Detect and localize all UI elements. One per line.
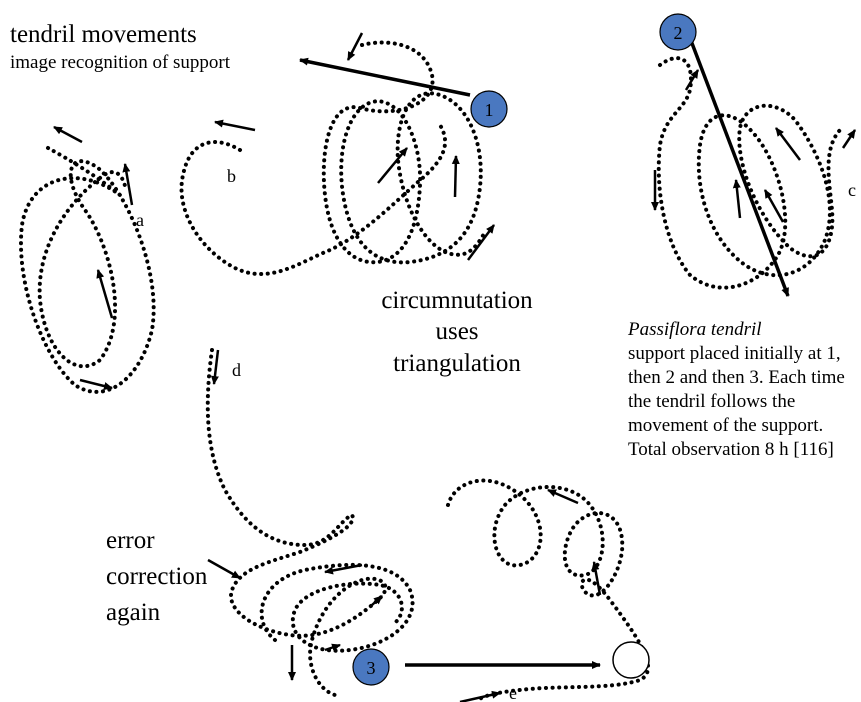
tendril-path-b <box>179 123 447 277</box>
support-marker-2-label: 2 <box>674 23 683 43</box>
direction-arrow <box>53 125 83 144</box>
direction-arrow <box>377 147 408 184</box>
tendril-path-d <box>205 348 388 697</box>
error-correction-line-1: error <box>106 527 155 554</box>
direction-arrow <box>207 558 241 580</box>
heading-subtitle: image recognition of support <box>10 52 231 73</box>
support-marker-2 <box>659 13 697 51</box>
direction-arrow <box>459 690 501 702</box>
figure-caption: Passiflora tendril support placed initia… <box>628 318 860 462</box>
heading-title: tendril movements <box>10 21 197 48</box>
direction-arrow <box>466 224 496 261</box>
direction-arrow <box>841 129 857 149</box>
path-label-d: d <box>232 360 241 380</box>
circumnutation-line-2: uses <box>435 318 478 345</box>
direction-arrow <box>451 155 460 198</box>
caption-species: Passiflora tendril <box>628 319 762 340</box>
direction-arrow <box>591 561 602 596</box>
support-marker-3-label: 3 <box>367 658 376 678</box>
final-support-marker <box>612 641 650 679</box>
tendril-path-error-loops <box>259 562 415 653</box>
tendril-path-top-loops <box>321 40 487 265</box>
direction-arrow <box>96 269 114 319</box>
caption-body: support placed initially at 1, then 2 an… <box>628 343 845 460</box>
direction-arrow <box>732 179 742 219</box>
path-label-c: c <box>848 180 856 200</box>
path-label-b: b <box>227 166 236 186</box>
direction-arrow <box>214 119 256 132</box>
support-marker-3 <box>352 648 390 686</box>
tendril-path-e <box>446 478 651 702</box>
support-2-movement-arrow <box>688 37 790 297</box>
direction-arrow <box>210 349 220 385</box>
circumnutation-line-3: triangulation <box>393 350 521 377</box>
direction-arrow <box>684 69 700 91</box>
direction-arrow <box>324 563 363 575</box>
direction-arrow <box>79 378 113 390</box>
support-1-to-heading-arrow <box>299 57 471 97</box>
direction-arrow <box>763 189 785 223</box>
path-label-e: e <box>509 683 517 702</box>
direction-arrow <box>547 488 579 505</box>
direction-arrow <box>122 163 134 206</box>
direction-arrow <box>324 643 341 652</box>
support-marker-1-label: 1 <box>485 100 494 120</box>
error-correction-line-3: again <box>106 599 161 626</box>
tendril-path-c <box>656 56 842 290</box>
direction-arrow <box>346 32 364 61</box>
tendril-path-a <box>19 146 156 394</box>
direction-arrow <box>371 595 383 606</box>
circumnutation-line-1: circumnutation <box>381 287 533 314</box>
error-correction-line-2: correction <box>106 563 208 590</box>
support-marker-1 <box>470 90 508 128</box>
path-label-a: a <box>136 210 144 230</box>
direction-arrow <box>775 127 801 161</box>
